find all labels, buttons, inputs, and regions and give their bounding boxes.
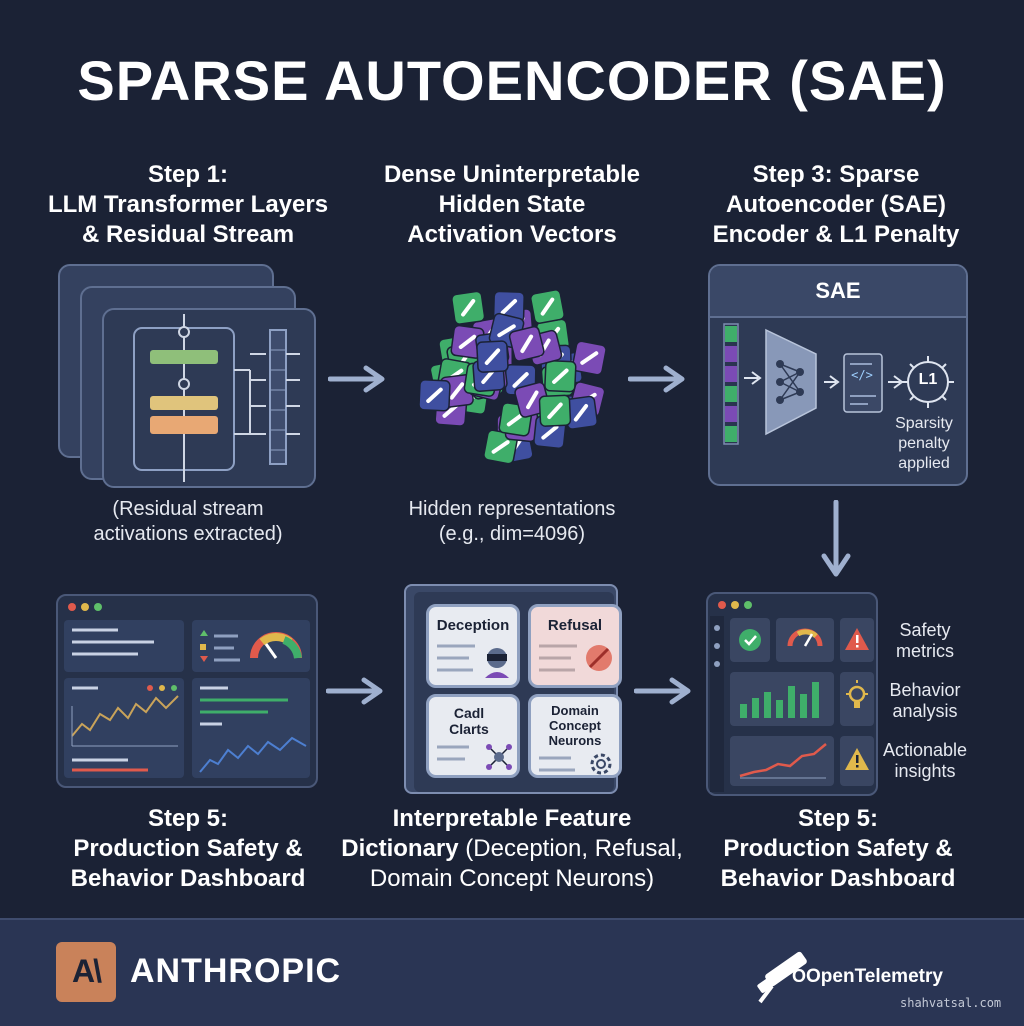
prohibited-icon <box>539 644 612 672</box>
gear-icon <box>539 753 612 775</box>
activation-tile <box>563 395 598 430</box>
actionable-insights-label: Actionable insights <box>882 740 968 781</box>
transformer-layer-panel <box>102 308 316 488</box>
step5-left-heading: Step 5: Production Safety & Behavior Das… <box>70 805 306 892</box>
step1-heading: Step 1: LLM Transformer Layers & Residua… <box>47 161 329 248</box>
feature-card-domain-concept-neurons: Domain Concept Neurons <box>528 694 622 778</box>
dashboard-panels <box>710 601 874 792</box>
activation-tile <box>418 379 451 412</box>
activation-tile <box>571 340 607 376</box>
code-doc-icon: </> <box>851 368 873 382</box>
activation-vectors-cluster <box>418 289 607 465</box>
dashboard-preview <box>64 603 310 778</box>
dictionary-heading: Interpretable Feature Dictionary (Decept… <box>341 805 683 892</box>
opentelemetry-brand: OOpenTelemetry <box>792 966 943 987</box>
activation-tile <box>451 290 486 325</box>
anthropic-brand: ANTHROPIC <box>130 952 342 990</box>
behavior-analysis-label: Behavior analysis <box>889 680 961 721</box>
arrow-right-icon <box>628 365 685 393</box>
safety-dashboard-right <box>706 592 878 796</box>
l1-penalty-icon: L1 <box>918 371 938 388</box>
anthropic-logo-icon: A\ <box>56 942 116 1002</box>
arrow-right-icon <box>634 677 691 705</box>
sae-panel: SAE </> L1 Sparsity penalty applied <box>708 264 968 486</box>
arrow-right-icon <box>328 365 385 393</box>
activation-tile <box>508 325 545 362</box>
step2-heading: Dense Uninterpretable Hidden State Activ… <box>383 161 641 248</box>
activation-tile <box>544 360 577 393</box>
telescope-icon <box>757 951 807 1004</box>
arrow-right-icon <box>326 677 383 705</box>
transformer-block-icon <box>133 314 300 482</box>
arrow-down-icon <box>821 500 851 577</box>
sae-encoder-diagram <box>723 323 954 445</box>
network-icon <box>437 744 512 770</box>
footer-bar <box>0 918 1024 1026</box>
step5-right-heading: Step 5: Production Safety & Behavior Das… <box>720 805 956 892</box>
activation-tile <box>530 289 565 325</box>
feature-card-refusal: Refusal <box>528 604 622 688</box>
step3-heading: Step 3: Sparse Autoencoder (SAE) Encoder… <box>712 161 960 248</box>
activation-tile <box>476 340 509 373</box>
safety-dashboard-left <box>56 594 318 788</box>
watermark: shahvatsal.com <box>900 996 1002 1010</box>
page-title: SPARSE AUTOENCODER (SAE) <box>77 49 947 112</box>
safety-metrics-label: Safety metrics <box>896 620 954 661</box>
activation-tile <box>538 394 572 427</box>
sae-label: SAE <box>815 278 861 303</box>
step1-caption: (Residual stream activations extracted) <box>93 498 283 545</box>
activation-tile <box>450 324 485 359</box>
step2-caption: Hidden representations (e.g., dim=4096) <box>408 498 616 545</box>
masked-face-icon <box>437 644 509 678</box>
feature-card-deception: Deception <box>426 604 520 688</box>
sparsity-note: Sparsity penalty applied <box>895 415 953 472</box>
feature-card-cadl-clarts: Cadl Clarts <box>426 694 520 778</box>
